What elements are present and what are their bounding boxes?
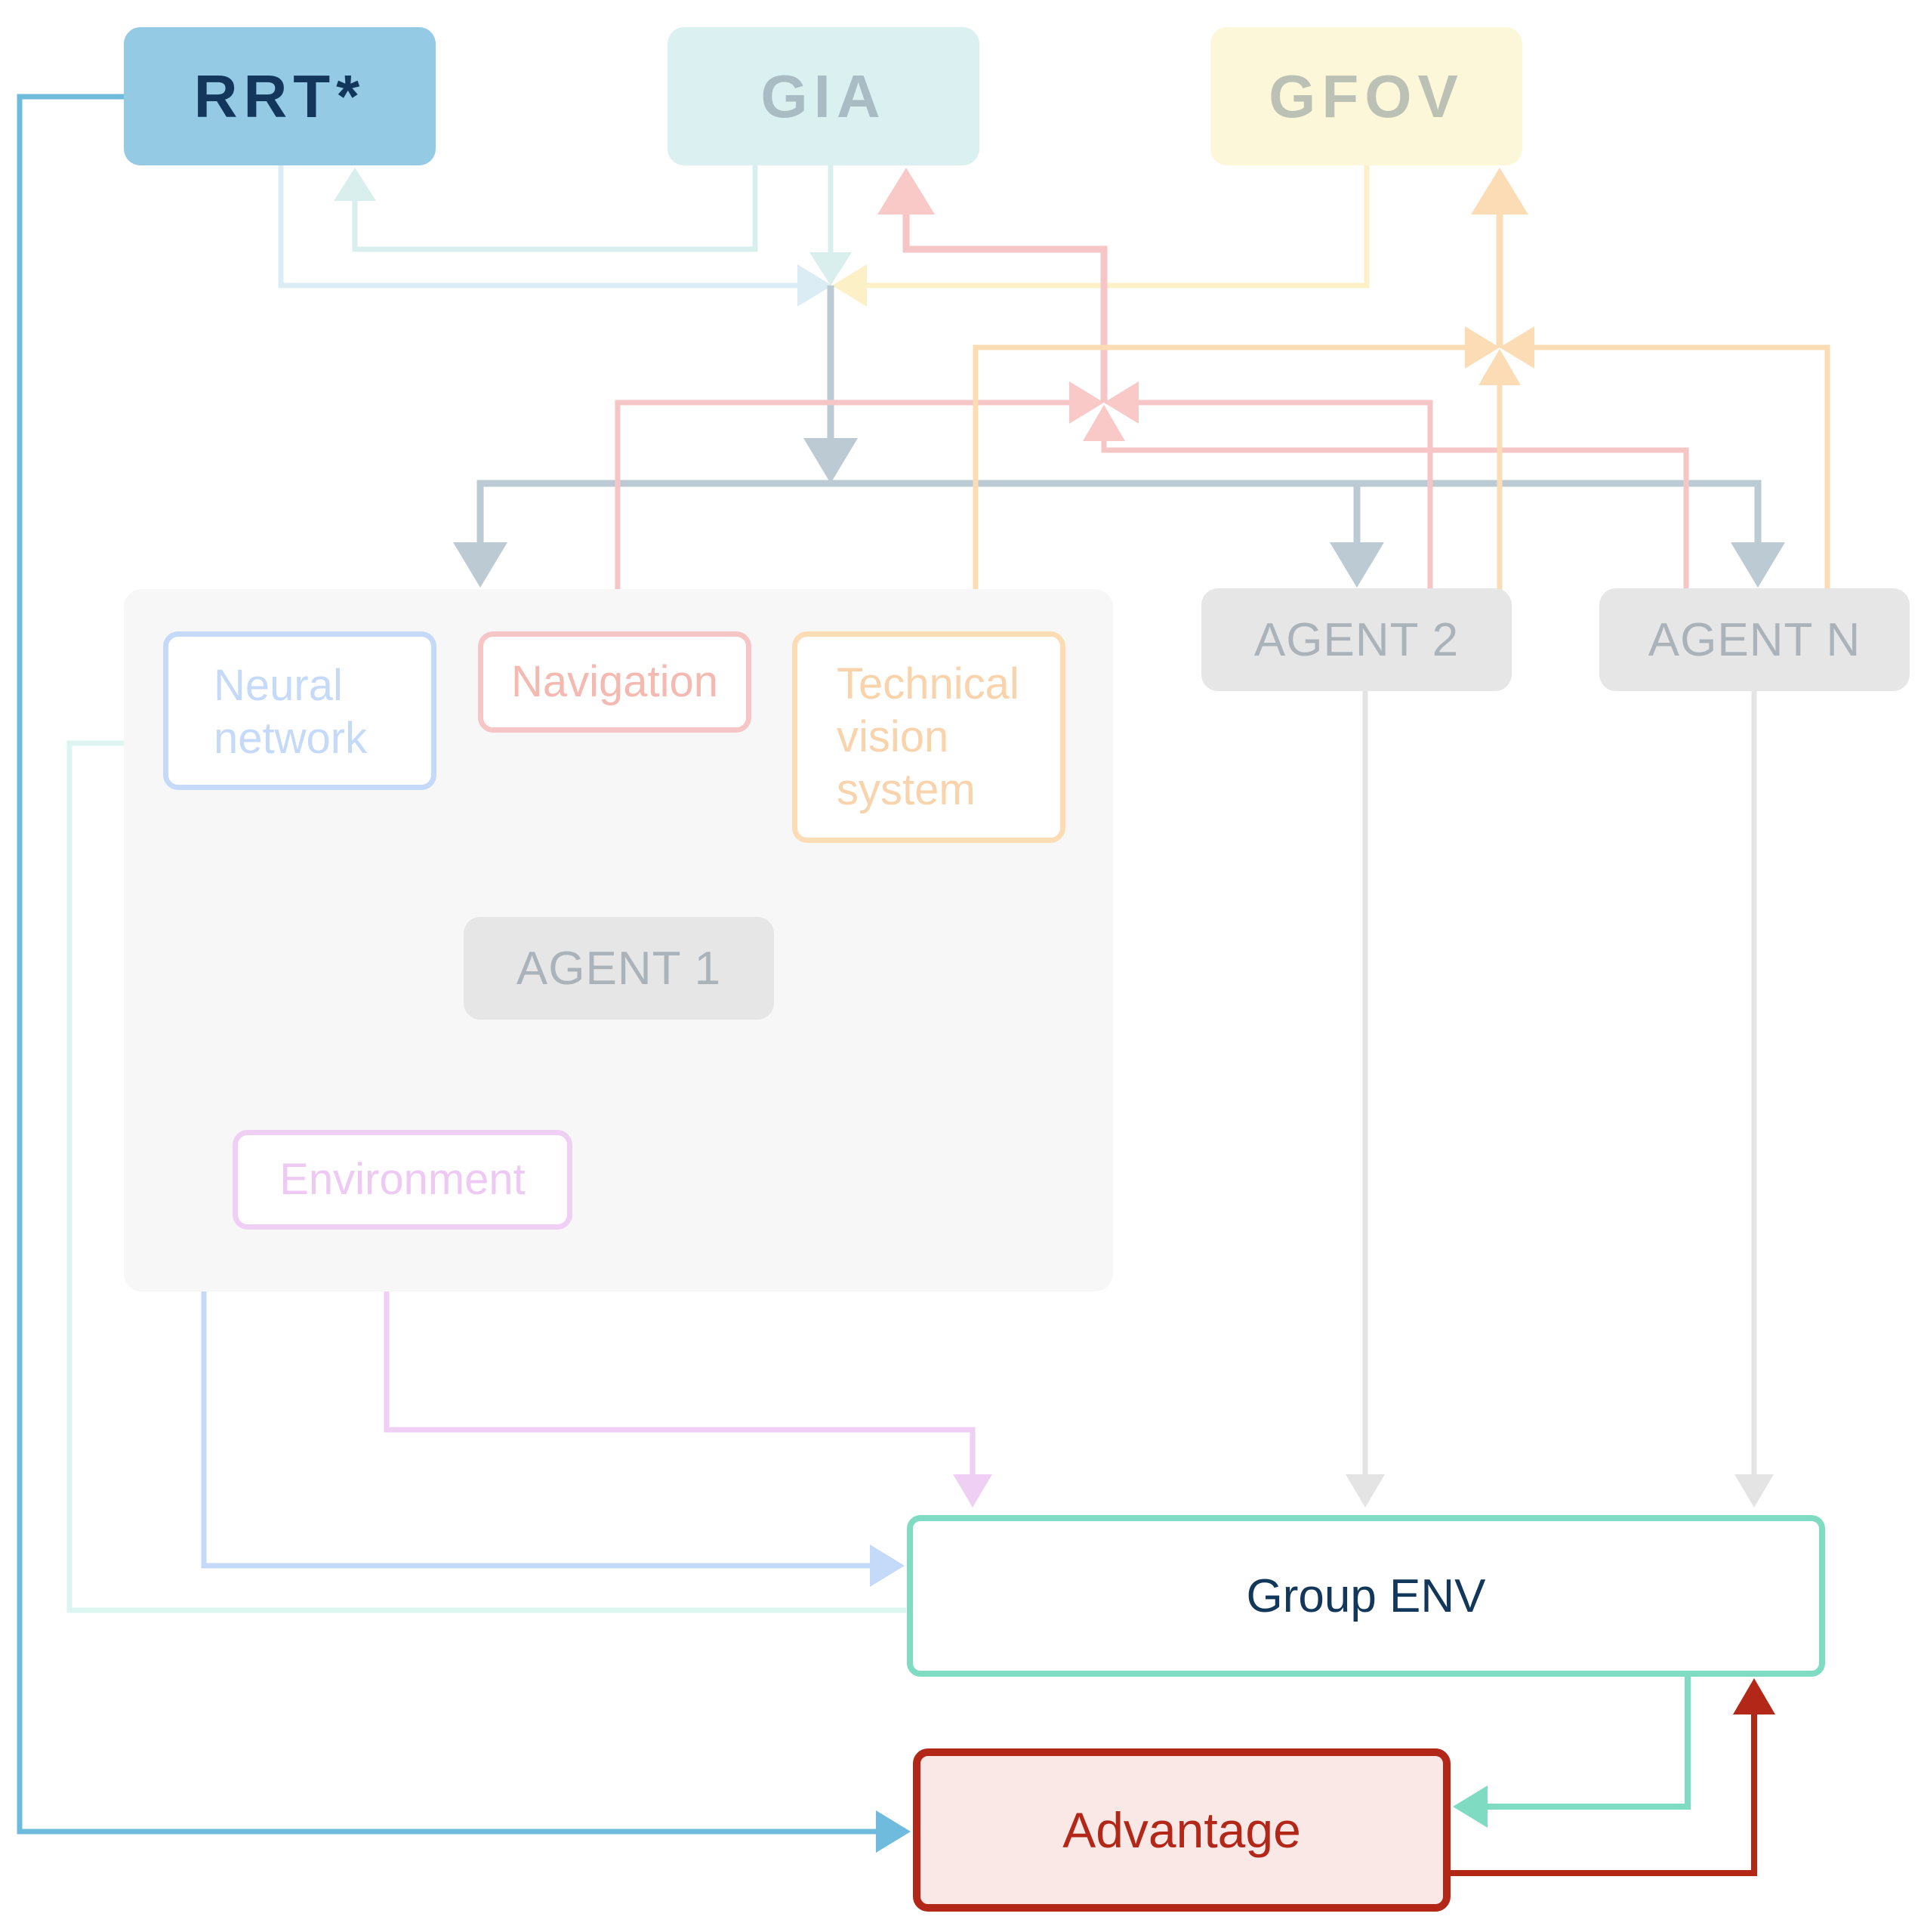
wire-agentn-tv xyxy=(1533,344,1830,589)
advantage-node[interactable]: Advantage xyxy=(913,1748,1451,1912)
wire-agent-bus xyxy=(476,480,1762,548)
gia-node[interactable]: GIA xyxy=(668,27,979,165)
arrowhead-to-rrt xyxy=(334,168,376,201)
rrt-label: RRT* xyxy=(193,62,366,130)
agentn-node[interactable]: AGENT N xyxy=(1599,588,1910,691)
technical-vision-label-line2: vision xyxy=(837,712,949,761)
navigation-node[interactable]: Navigation xyxy=(478,631,751,733)
wire-agentn-nav xyxy=(1101,438,1689,589)
arrowhead-tv-a xyxy=(1465,326,1500,369)
arrowhead-trunk xyxy=(803,438,858,483)
arrowhead-group-advantage xyxy=(1453,1785,1488,1828)
arrowhead-nav-b xyxy=(1104,381,1139,424)
gfov-node[interactable]: GFOV xyxy=(1210,27,1522,165)
wire-advantage-group xyxy=(1451,1711,1757,1876)
arrowhead-advantage-group xyxy=(1733,1678,1775,1714)
wire-nav-to-gia xyxy=(902,204,1108,403)
arrowhead-nav-a xyxy=(1069,381,1104,424)
arrowhead-hub-rrt xyxy=(797,264,832,307)
neural-network-label-line1: Neural xyxy=(214,661,343,710)
arrowhead-agent2 xyxy=(1330,542,1384,588)
arrowhead-nav-c xyxy=(1083,405,1125,441)
arrowhead-agentn xyxy=(1731,542,1785,588)
wire-agent2-nav xyxy=(1136,400,1433,589)
gfov-label: GFOV xyxy=(1269,62,1464,130)
arrowhead-neural-group xyxy=(870,1545,905,1587)
wire-environment-group xyxy=(384,1230,976,1479)
environment-label: Environment xyxy=(279,1155,526,1204)
arrowhead-tv-b xyxy=(1500,326,1534,369)
arrowhead-agentn-group xyxy=(1734,1474,1774,1508)
wire-group-feedback xyxy=(66,740,906,1613)
environment-node[interactable]: Environment xyxy=(233,1130,572,1230)
navigation-label: Navigation xyxy=(510,657,719,706)
technical-vision-label-line3: system xyxy=(837,765,976,814)
advantage-label: Advantage xyxy=(1062,1802,1301,1858)
wire-technical-vision xyxy=(973,344,1469,631)
wire-rrt-to-hub xyxy=(278,165,800,289)
technical-vision-label-line1: Technical xyxy=(837,659,1019,708)
neural-network-label-line2: network xyxy=(214,714,368,763)
arrowhead-tv-c xyxy=(1478,349,1521,385)
rrt-node[interactable]: RRT* xyxy=(124,27,436,165)
wire-gia-to-rrt xyxy=(352,165,758,252)
wire-rrt-advantage xyxy=(17,94,879,1835)
arrowhead-env-group xyxy=(953,1474,992,1508)
group-env-label: Group ENV xyxy=(1246,1569,1486,1622)
neural-network-node[interactable]: Neural network xyxy=(163,631,436,790)
agent2-label: AGENT 2 xyxy=(1253,613,1460,666)
agentn-label: AGENT N xyxy=(1648,613,1861,666)
wire-gfov-to-hub xyxy=(865,159,1370,289)
arrowhead-gfov-hub xyxy=(832,264,867,307)
agent1-label: AGENT 1 xyxy=(516,942,722,995)
agent2-node[interactable]: AGENT 2 xyxy=(1201,588,1512,691)
arrowhead-agent1 xyxy=(453,542,507,588)
wire-group-advantage xyxy=(1485,1677,1691,1810)
arrowhead-gia-hub xyxy=(809,252,852,285)
arrowhead-to-gia xyxy=(877,168,935,214)
group-env-node[interactable]: Group ENV xyxy=(907,1515,1825,1677)
arrowhead-to-gfov xyxy=(1471,168,1528,214)
gia-label: GIA xyxy=(760,62,886,130)
agent1-node[interactable]: AGENT 1 xyxy=(464,917,774,1020)
wire-navigation xyxy=(615,400,1072,631)
technical-vision-node[interactable]: Technical vision system xyxy=(792,631,1065,843)
arrowhead-rrt-advantage xyxy=(876,1810,911,1853)
arrowhead-agent2-group xyxy=(1346,1474,1385,1508)
